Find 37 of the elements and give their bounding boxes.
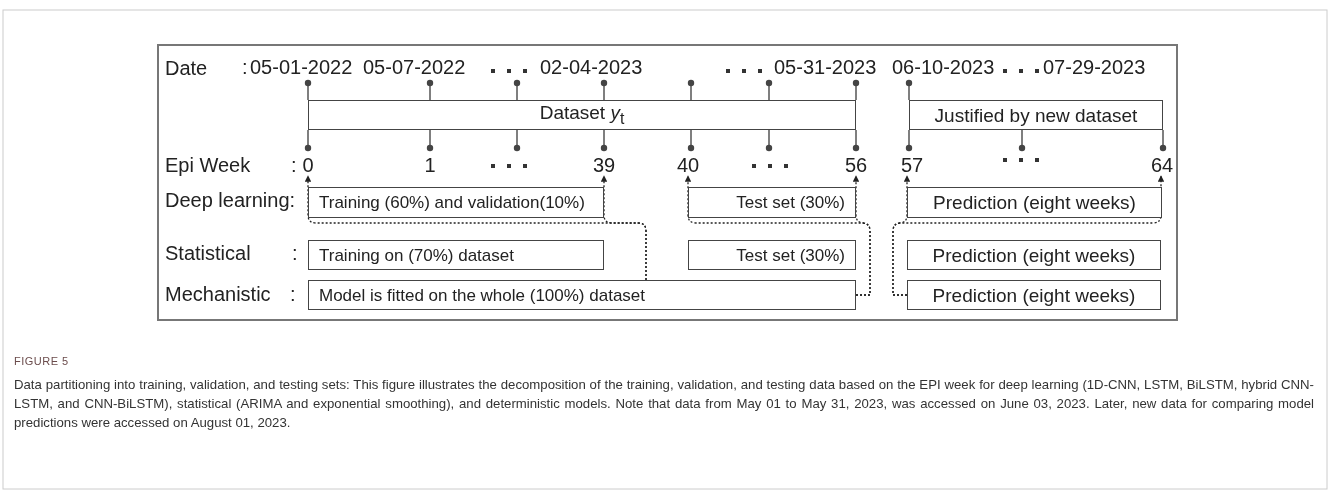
- separator-colon: :: [290, 284, 296, 304]
- date-label: 05-07-2022: [363, 57, 466, 77]
- separator-colon: :: [291, 155, 297, 175]
- axis-label: Epi Week: [165, 155, 251, 175]
- date-label: 05-31-2023: [774, 57, 877, 77]
- row-label: Deep learning:: [165, 190, 296, 210]
- dotted-arrow: [600, 175, 647, 281]
- separator-colon: :: [292, 243, 298, 263]
- date-label: 02-04-2023: [540, 57, 643, 77]
- date-label: 06-10-2023: [892, 57, 995, 77]
- axis-label: Date: [165, 58, 208, 78]
- period-box: Prediction (eight weeks): [907, 280, 1161, 310]
- dotted-arrow: [852, 175, 871, 296]
- period-box: Model is fitted on the whole (100%) dataset: [308, 280, 856, 310]
- week-number: 64: [1150, 155, 1174, 175]
- period-box: Training on (70%) dataset: [308, 240, 604, 270]
- period-box: Test set (30%): [688, 187, 856, 218]
- figure-caption: Data partitioning into training, validation, and testing sets: This figure illustrates the decomposition of the training, validation, and testing data based on the EPI week for deep learning (1D-CNN, LSTM, BiLSTM, hybrid CNN-LSTM, and CNN-BiLSTM), statistical (ARIMA and exponential smoothing), and deterministic models. Note that data from May 01 to May 31, 2023, was accessed on June 03, 2023. Later, new data for comparing model predictions were accessed on August 01, 2023.: [14, 376, 1314, 432]
- timeline-bar: Justified by new dataset: [909, 100, 1163, 130]
- week-number: 57: [900, 155, 924, 175]
- week-number: 39: [592, 155, 616, 175]
- period-box: Prediction (eight weeks): [907, 240, 1161, 270]
- week-number: 1: [424, 155, 436, 175]
- row-label: Mechanistic: [165, 284, 271, 304]
- week-number: 56: [844, 155, 868, 175]
- separator-colon: :: [242, 57, 248, 77]
- week-number: 0: [302, 155, 314, 175]
- dotted-arrow: [892, 175, 1165, 296]
- week-number: 40: [676, 155, 700, 175]
- period-box: Training (60%) and validation(10%): [308, 187, 604, 218]
- figure-number: FIGURE 5: [14, 355, 69, 367]
- timeline-bar: Dataset y$_{t}$: [308, 100, 856, 130]
- row-label: Statistical: [165, 243, 251, 263]
- date-label: 05-01-2022: [250, 57, 353, 77]
- date-label: 07-29-2023: [1043, 57, 1146, 77]
- period-box: Test set (30%): [688, 240, 856, 270]
- period-box: Prediction (eight weeks): [907, 187, 1162, 218]
